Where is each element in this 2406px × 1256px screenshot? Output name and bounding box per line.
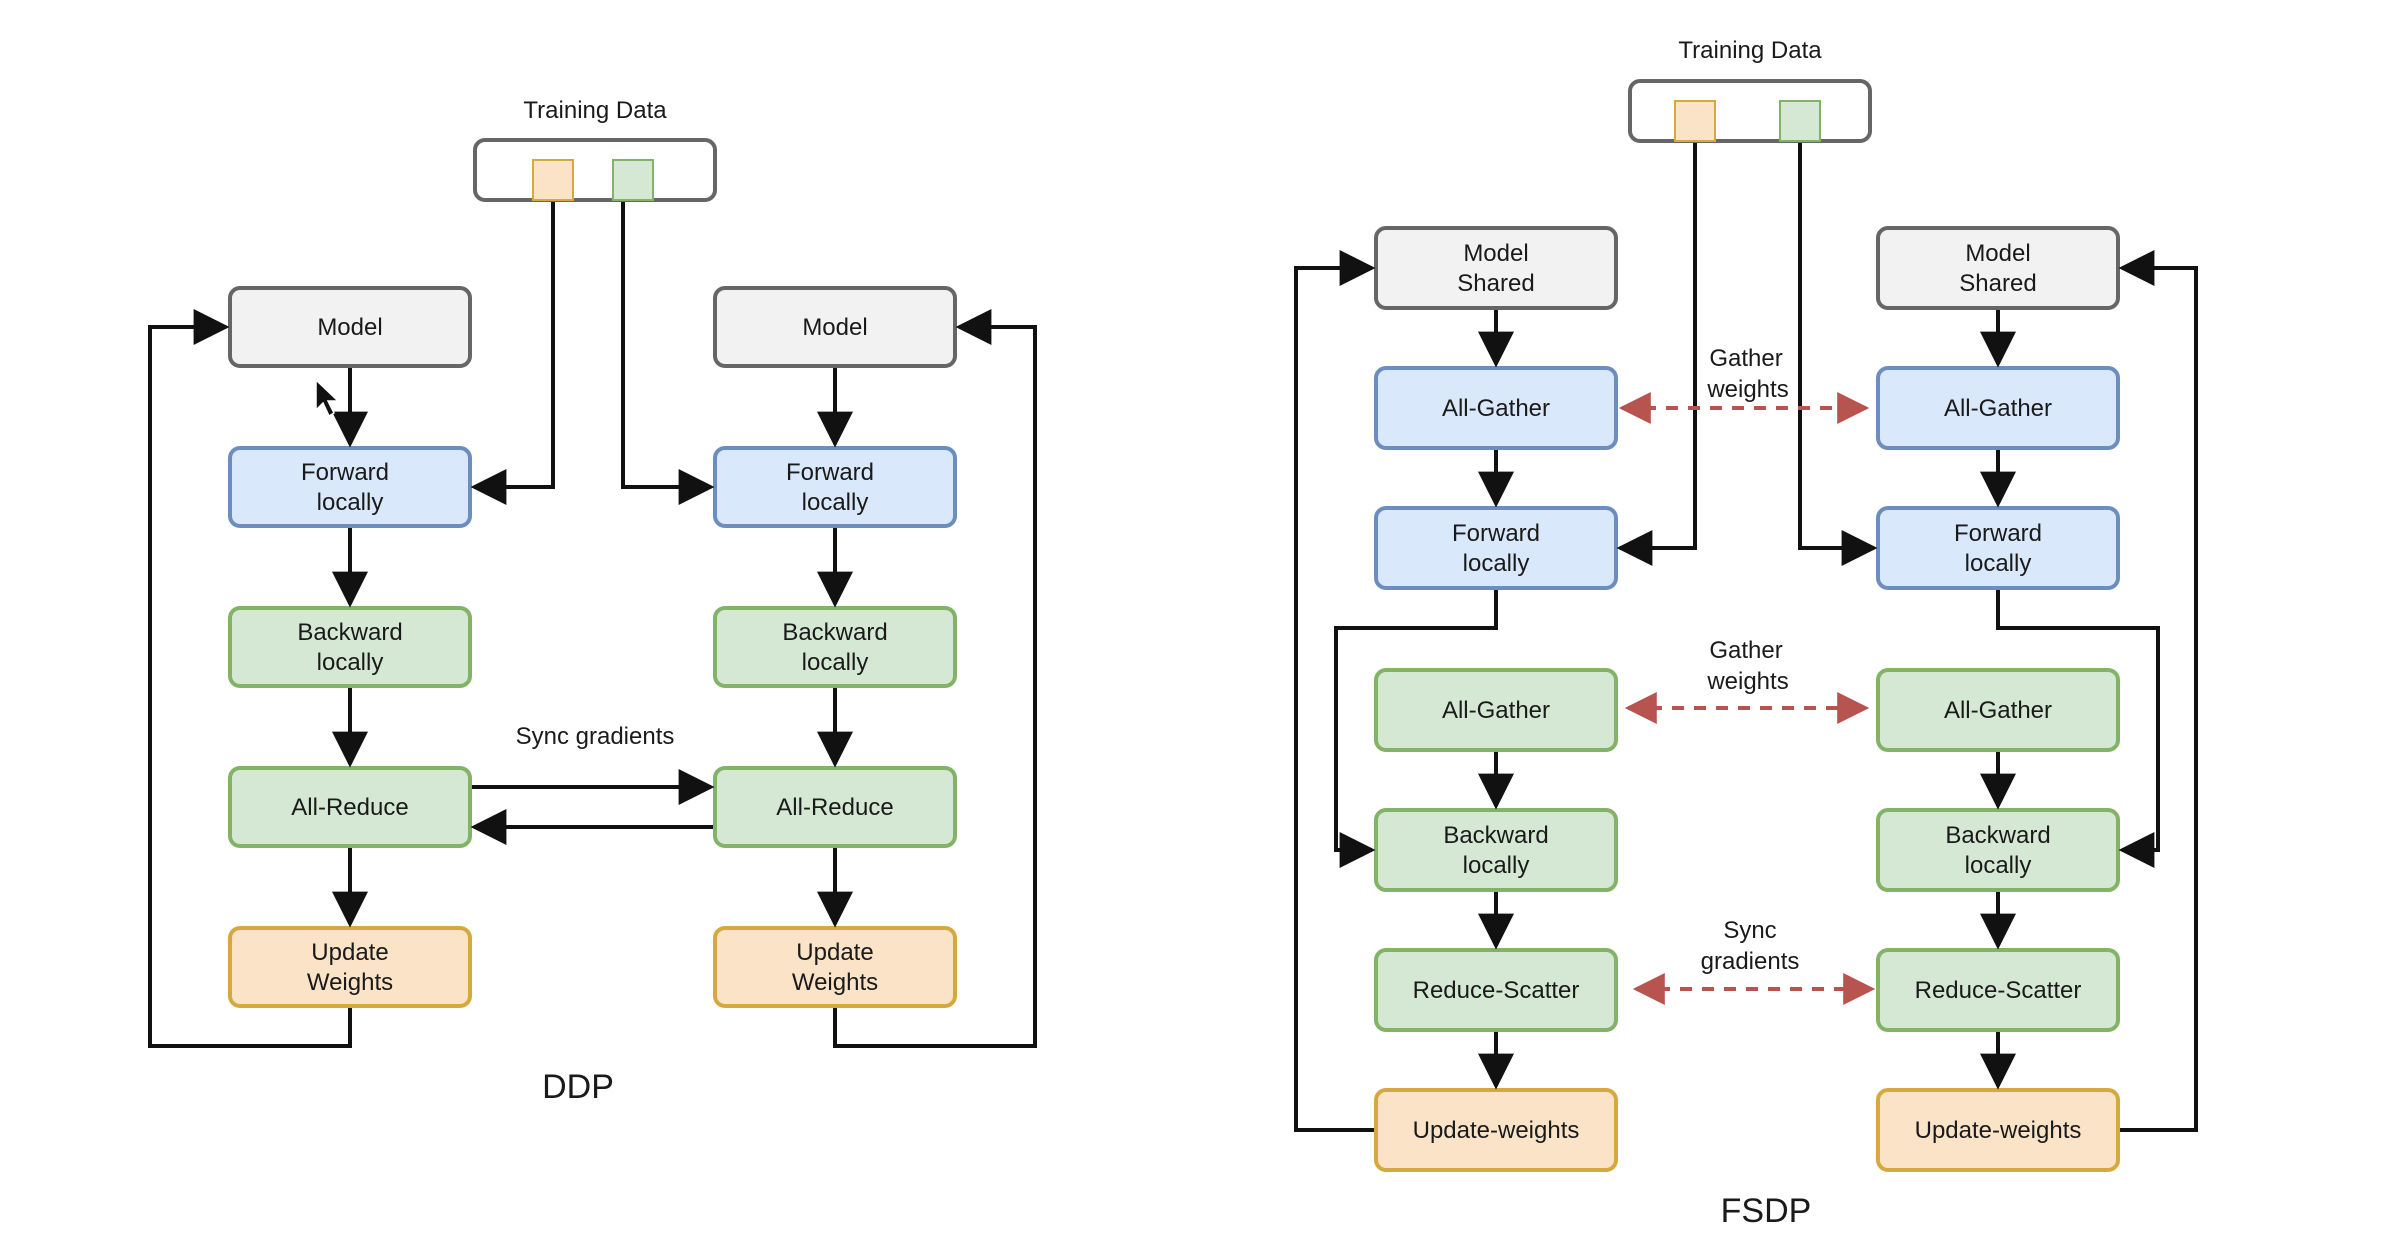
- fsdp-diagram: Training Data Model Shared All-Gather Fo…: [1294, 37, 2198, 1230]
- fsdp-right-forward-label-2: locally: [1965, 550, 2032, 577]
- fsdp-gather-weights-label-2a: Gather: [1709, 637, 1782, 664]
- fsdp-right-backward-label-2: locally: [1965, 852, 2032, 879]
- fsdp-right-forward-label-1: Forward: [1954, 520, 2042, 547]
- fsdp-left-forward-node[interactable]: [1374, 506, 1618, 590]
- ddp-right-backward-label-2: locally: [802, 649, 869, 676]
- fsdp-right-forward-node[interactable]: [1876, 506, 2120, 590]
- fsdp-left-backward-label-2: locally: [1463, 852, 1530, 879]
- ddp-sync-gradients-label: Sync gradients: [516, 723, 675, 750]
- ddp-left-column: Model Forward locally Backward locally A…: [228, 286, 472, 1008]
- ddp-connectors: [148, 202, 1037, 1048]
- fsdp-data-shard-orange: [1674, 100, 1716, 142]
- fsdp-right-allgather-2-label: All-Gather: [1944, 697, 2052, 724]
- fsdp-gather-weights-label-2b: weights: [1706, 668, 1788, 695]
- fsdp-left-forward-label-1: Forward: [1452, 520, 1540, 547]
- ddp-data-shard-green: [612, 159, 654, 201]
- ddp-right-allreduce-label: All-Reduce: [776, 794, 893, 821]
- ddp-data-to-left-forward-arrow: [470, 202, 555, 505]
- fsdp-connectors: [1294, 143, 2198, 1132]
- fsdp-sync-gradients-label-b: gradients: [1701, 948, 1800, 975]
- fsdp-right-update-node[interactable]: [1876, 1088, 2120, 1172]
- ddp-right-backward-node[interactable]: [713, 606, 957, 688]
- fsdp-right-update-label: Update-weights: [1915, 1117, 2082, 1144]
- fsdp-left-loop-arrow: [1294, 250, 1376, 1132]
- fsdp-left-model-label-2: Shared: [1457, 270, 1534, 297]
- fsdp-right-backward-label-1: Backward: [1945, 822, 2050, 849]
- fsdp-right-forward-to-backward-arrow: [1996, 590, 2160, 868]
- fsdp-data-to-left-forward-arrow: [1616, 143, 1697, 566]
- fsdp-left-allgather-2-node[interactable]: [1374, 668, 1618, 752]
- ddp-left-allreduce-node[interactable]: [228, 766, 472, 848]
- fsdp-left-forward-label-2: locally: [1463, 550, 1530, 577]
- ddp-left-forward-label-1: Forward: [301, 459, 389, 486]
- fsdp-title: FSDP: [1721, 1192, 1812, 1230]
- ddp-left-update-label-1: Update: [311, 939, 388, 966]
- ddp-right-backward-label-1: Backward: [782, 619, 887, 646]
- ddp-left-backward-label-2: locally: [317, 649, 384, 676]
- fsdp-gather-weights-label-1b: weights: [1706, 376, 1788, 403]
- ddp-training-data-box: [473, 138, 717, 202]
- ddp-right-forward-label-2: locally: [802, 489, 869, 516]
- fsdp-right-allgather-2-node[interactable]: [1876, 668, 2120, 752]
- fsdp-left-allgather-2-label: All-Gather: [1442, 697, 1550, 724]
- ddp-left-backward-node[interactable]: [228, 606, 472, 688]
- fsdp-right-model-label-2: Shared: [1959, 270, 2036, 297]
- fsdp-right-column: Model Shared All-Gather Forward locally …: [1876, 226, 2120, 1172]
- fsdp-left-reducescatter-label: Reduce-Scatter: [1413, 977, 1580, 1004]
- ddp-left-forward-label-2: locally: [317, 489, 384, 516]
- fsdp-right-reducescatter-label: Reduce-Scatter: [1915, 977, 2082, 1004]
- fsdp-right-loop-arrow: [2118, 250, 2198, 1132]
- fsdp-gather-weights-label-1a: Gather: [1709, 345, 1782, 372]
- ddp-right-update-label-1: Update: [796, 939, 873, 966]
- fsdp-left-allgather-1-node[interactable]: [1374, 366, 1618, 450]
- ddp-left-backward-label-1: Backward: [297, 619, 402, 646]
- ddp-left-forward-node[interactable]: [228, 446, 472, 528]
- ddp-data-shard-orange: [532, 159, 574, 201]
- ddp-title: DDP: [542, 1068, 614, 1106]
- ddp-right-model-node[interactable]: [713, 286, 957, 368]
- fsdp-training-data-box: [1628, 79, 1872, 143]
- fsdp-left-allgather-1-label: All-Gather: [1442, 395, 1550, 422]
- ddp-left-model-node[interactable]: [228, 286, 472, 368]
- fsdp-right-allgather-1-label: All-Gather: [1944, 395, 2052, 422]
- fsdp-right-allgather-1-node[interactable]: [1876, 366, 2120, 450]
- fsdp-right-model-label-1: Model: [1965, 240, 2030, 267]
- fsdp-sync-gradients-label-a: Sync: [1723, 917, 1776, 944]
- fsdp-right-reducescatter-node[interactable]: [1876, 948, 2120, 1032]
- ddp-diagram: Training Data Model Forward locally Back…: [148, 97, 1037, 1106]
- ddp-left-loop-arrow: [148, 309, 352, 1048]
- ddp-right-forward-label-1: Forward: [786, 459, 874, 486]
- ddp-right-allreduce-node[interactable]: [713, 766, 957, 848]
- fsdp-left-backward-node[interactable]: [1374, 808, 1618, 892]
- ddp-left-update-label-2: Weights: [307, 969, 393, 996]
- fsdp-left-update-label: Update-weights: [1413, 1117, 1580, 1144]
- mouse-cursor-icon: [315, 378, 340, 418]
- ddp-left-allreduce-label: All-Reduce: [291, 794, 408, 821]
- ddp-right-model-label: Model: [802, 314, 867, 341]
- ddp-left-model-label: Model: [317, 314, 382, 341]
- ddp-right-column: Model Forward locally Backward locally A…: [713, 286, 957, 1008]
- fsdp-right-backward-node[interactable]: [1876, 808, 2120, 892]
- ddp-right-update-node[interactable]: [713, 926, 957, 1008]
- ddp-left-update-node[interactable]: [228, 926, 472, 1008]
- fsdp-left-backward-label-1: Backward: [1443, 822, 1548, 849]
- fsdp-left-reducescatter-node[interactable]: [1374, 948, 1618, 1032]
- ddp-right-forward-node[interactable]: [713, 446, 957, 528]
- ddp-training-data-label: Training Data: [523, 97, 667, 124]
- fsdp-data-to-right-forward-arrow: [1798, 143, 1878, 566]
- fsdp-left-column: Model Shared All-Gather Forward locally …: [1374, 226, 1618, 1172]
- fsdp-training-data-label: Training Data: [1678, 37, 1822, 64]
- fsdp-left-model-node[interactable]: [1374, 226, 1618, 310]
- ddp-right-update-label-2: Weights: [792, 969, 878, 996]
- fsdp-data-shard-green: [1779, 100, 1821, 142]
- ddp-data-to-right-forward-arrow: [621, 202, 715, 505]
- fsdp-left-update-node[interactable]: [1374, 1088, 1618, 1172]
- fsdp-left-model-label-1: Model: [1463, 240, 1528, 267]
- ddp-right-loop-arrow: [833, 309, 1037, 1048]
- fsdp-communication-arrows: [1618, 392, 1876, 1005]
- fsdp-right-model-node[interactable]: [1876, 226, 2120, 310]
- fsdp-left-forward-to-backward-arrow: [1334, 590, 1498, 868]
